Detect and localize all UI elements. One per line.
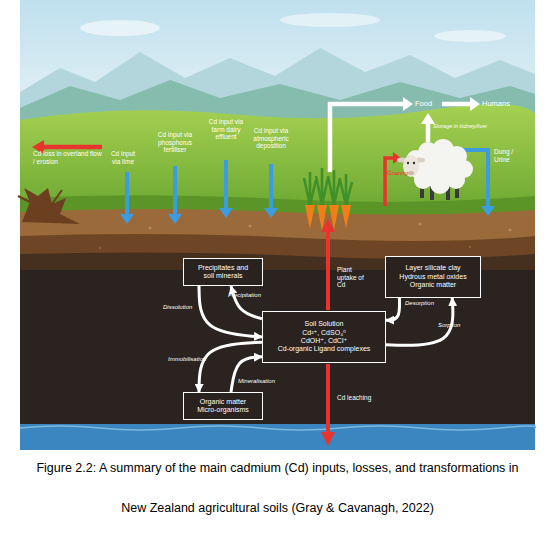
pathway-label: Humans (482, 99, 526, 108)
soil-speckle (149, 227, 152, 230)
input-arrow (173, 166, 177, 216)
sheep-eye (407, 162, 409, 164)
arrow-head (168, 214, 182, 224)
process-arrow (386, 298, 453, 345)
input-arrow (224, 160, 228, 210)
cloud (280, 13, 380, 27)
organic-pool-box: Organic matterMicro-organisms (183, 392, 263, 420)
sorption-pool-box: Layer silicate clayHydrous metal oxidesO… (385, 256, 481, 298)
leaching-label: Cd leaching (337, 394, 387, 402)
carrot-root (305, 205, 315, 229)
tree-stump (22, 188, 80, 224)
human-arrow (442, 102, 472, 107)
box-text: Micro-organisms (197, 406, 249, 414)
soil-speckle (469, 246, 471, 248)
grazing-arrow (385, 158, 394, 206)
process-arrow (386, 298, 400, 320)
box-text: Soil Solution (305, 320, 344, 328)
sheep-wool (430, 174, 450, 194)
process-arrow (199, 342, 262, 392)
box-text: Precipitates and soil minerals (192, 264, 254, 281)
carrot-leaves (340, 174, 352, 205)
leaching-arrow (326, 364, 330, 434)
stump-root (18, 190, 62, 204)
note-label: Storage in kidney/liver (433, 123, 513, 130)
process-label: Desorption (405, 300, 434, 307)
input-arrow (269, 164, 273, 210)
box-text: Cd²⁺, CdSO₄⁰ (302, 329, 346, 337)
carrot-leaves (328, 170, 340, 205)
process-label: Dissolution (163, 304, 192, 311)
arrow-head (403, 97, 413, 111)
soil-speckle (509, 229, 512, 232)
sheep (397, 139, 473, 200)
box-text: Organic matter (410, 281, 456, 289)
process-arrow (231, 357, 262, 392)
process-label: Precipitation (228, 292, 261, 299)
soil-solution-box: Soil SolutionCd²⁺, CdSO₄⁰CdOH⁺, CdCl⁺Cd-… (262, 311, 386, 363)
carrot-leaves (316, 168, 328, 205)
box-text: Organic matter (200, 398, 246, 406)
arrow-head (219, 208, 233, 218)
process-label: Immobilisation (168, 356, 206, 363)
box-text: Hydrous metal oxides (399, 273, 466, 281)
arrow-head (421, 113, 435, 124)
arrow-head (321, 219, 335, 232)
grass-field (20, 104, 535, 216)
input-label: Cd input via phosphorus fertiliser (148, 131, 202, 154)
water-wave (20, 426, 536, 430)
carrot-plants (304, 168, 352, 231)
uptake-arrow (326, 230, 330, 310)
input-label: Cd input via atmospheric deposition (244, 127, 298, 150)
box-text: Cd-organic Ligand complexes (278, 345, 371, 353)
process-label: Mineralisation (238, 378, 275, 385)
process-label: Sorption (438, 322, 460, 329)
soil-speckle (249, 225, 252, 228)
sheep-eye (413, 162, 415, 164)
soil-speckle (419, 223, 422, 226)
input-label: Cd input via lime (106, 150, 140, 165)
process-arrow (199, 286, 262, 337)
uptake-label: Plant uptake of Cd (337, 266, 369, 289)
figure-caption: Figure 2.2: A summary of the main cadmiu… (25, 448, 530, 528)
cloud (434, 30, 506, 42)
arrow-head (120, 214, 134, 224)
carrot-root (341, 205, 351, 228)
cloud (80, 20, 160, 36)
food-arrow (330, 104, 404, 172)
process-arrow (231, 286, 262, 319)
box-text: CdOH⁺, CdCl⁺ (301, 337, 347, 345)
loss-arrow (42, 145, 102, 150)
sheep-nose (408, 171, 414, 175)
carrot-leaves (304, 172, 316, 205)
soil-speckle (99, 247, 101, 249)
box-text: Layer silicate clay (405, 264, 460, 272)
pathway-label: Food (415, 99, 443, 108)
loss-label: Cd loss in overland flow / erosion (33, 150, 105, 165)
arrow-head (470, 97, 480, 111)
output-label: Dung / Urine (494, 148, 524, 163)
input-label: Cd input via farm dairy effluent (206, 118, 246, 141)
sheep-food-arrow (426, 122, 431, 142)
input-arrow (125, 172, 129, 216)
groundwater (20, 424, 535, 450)
arrow-head (264, 208, 278, 218)
mineral-pool-box: Precipitates and soil minerals (183, 258, 263, 286)
grazing-label: Grazing (387, 170, 417, 177)
arrow-head (321, 432, 335, 446)
arrow-head (481, 206, 495, 216)
